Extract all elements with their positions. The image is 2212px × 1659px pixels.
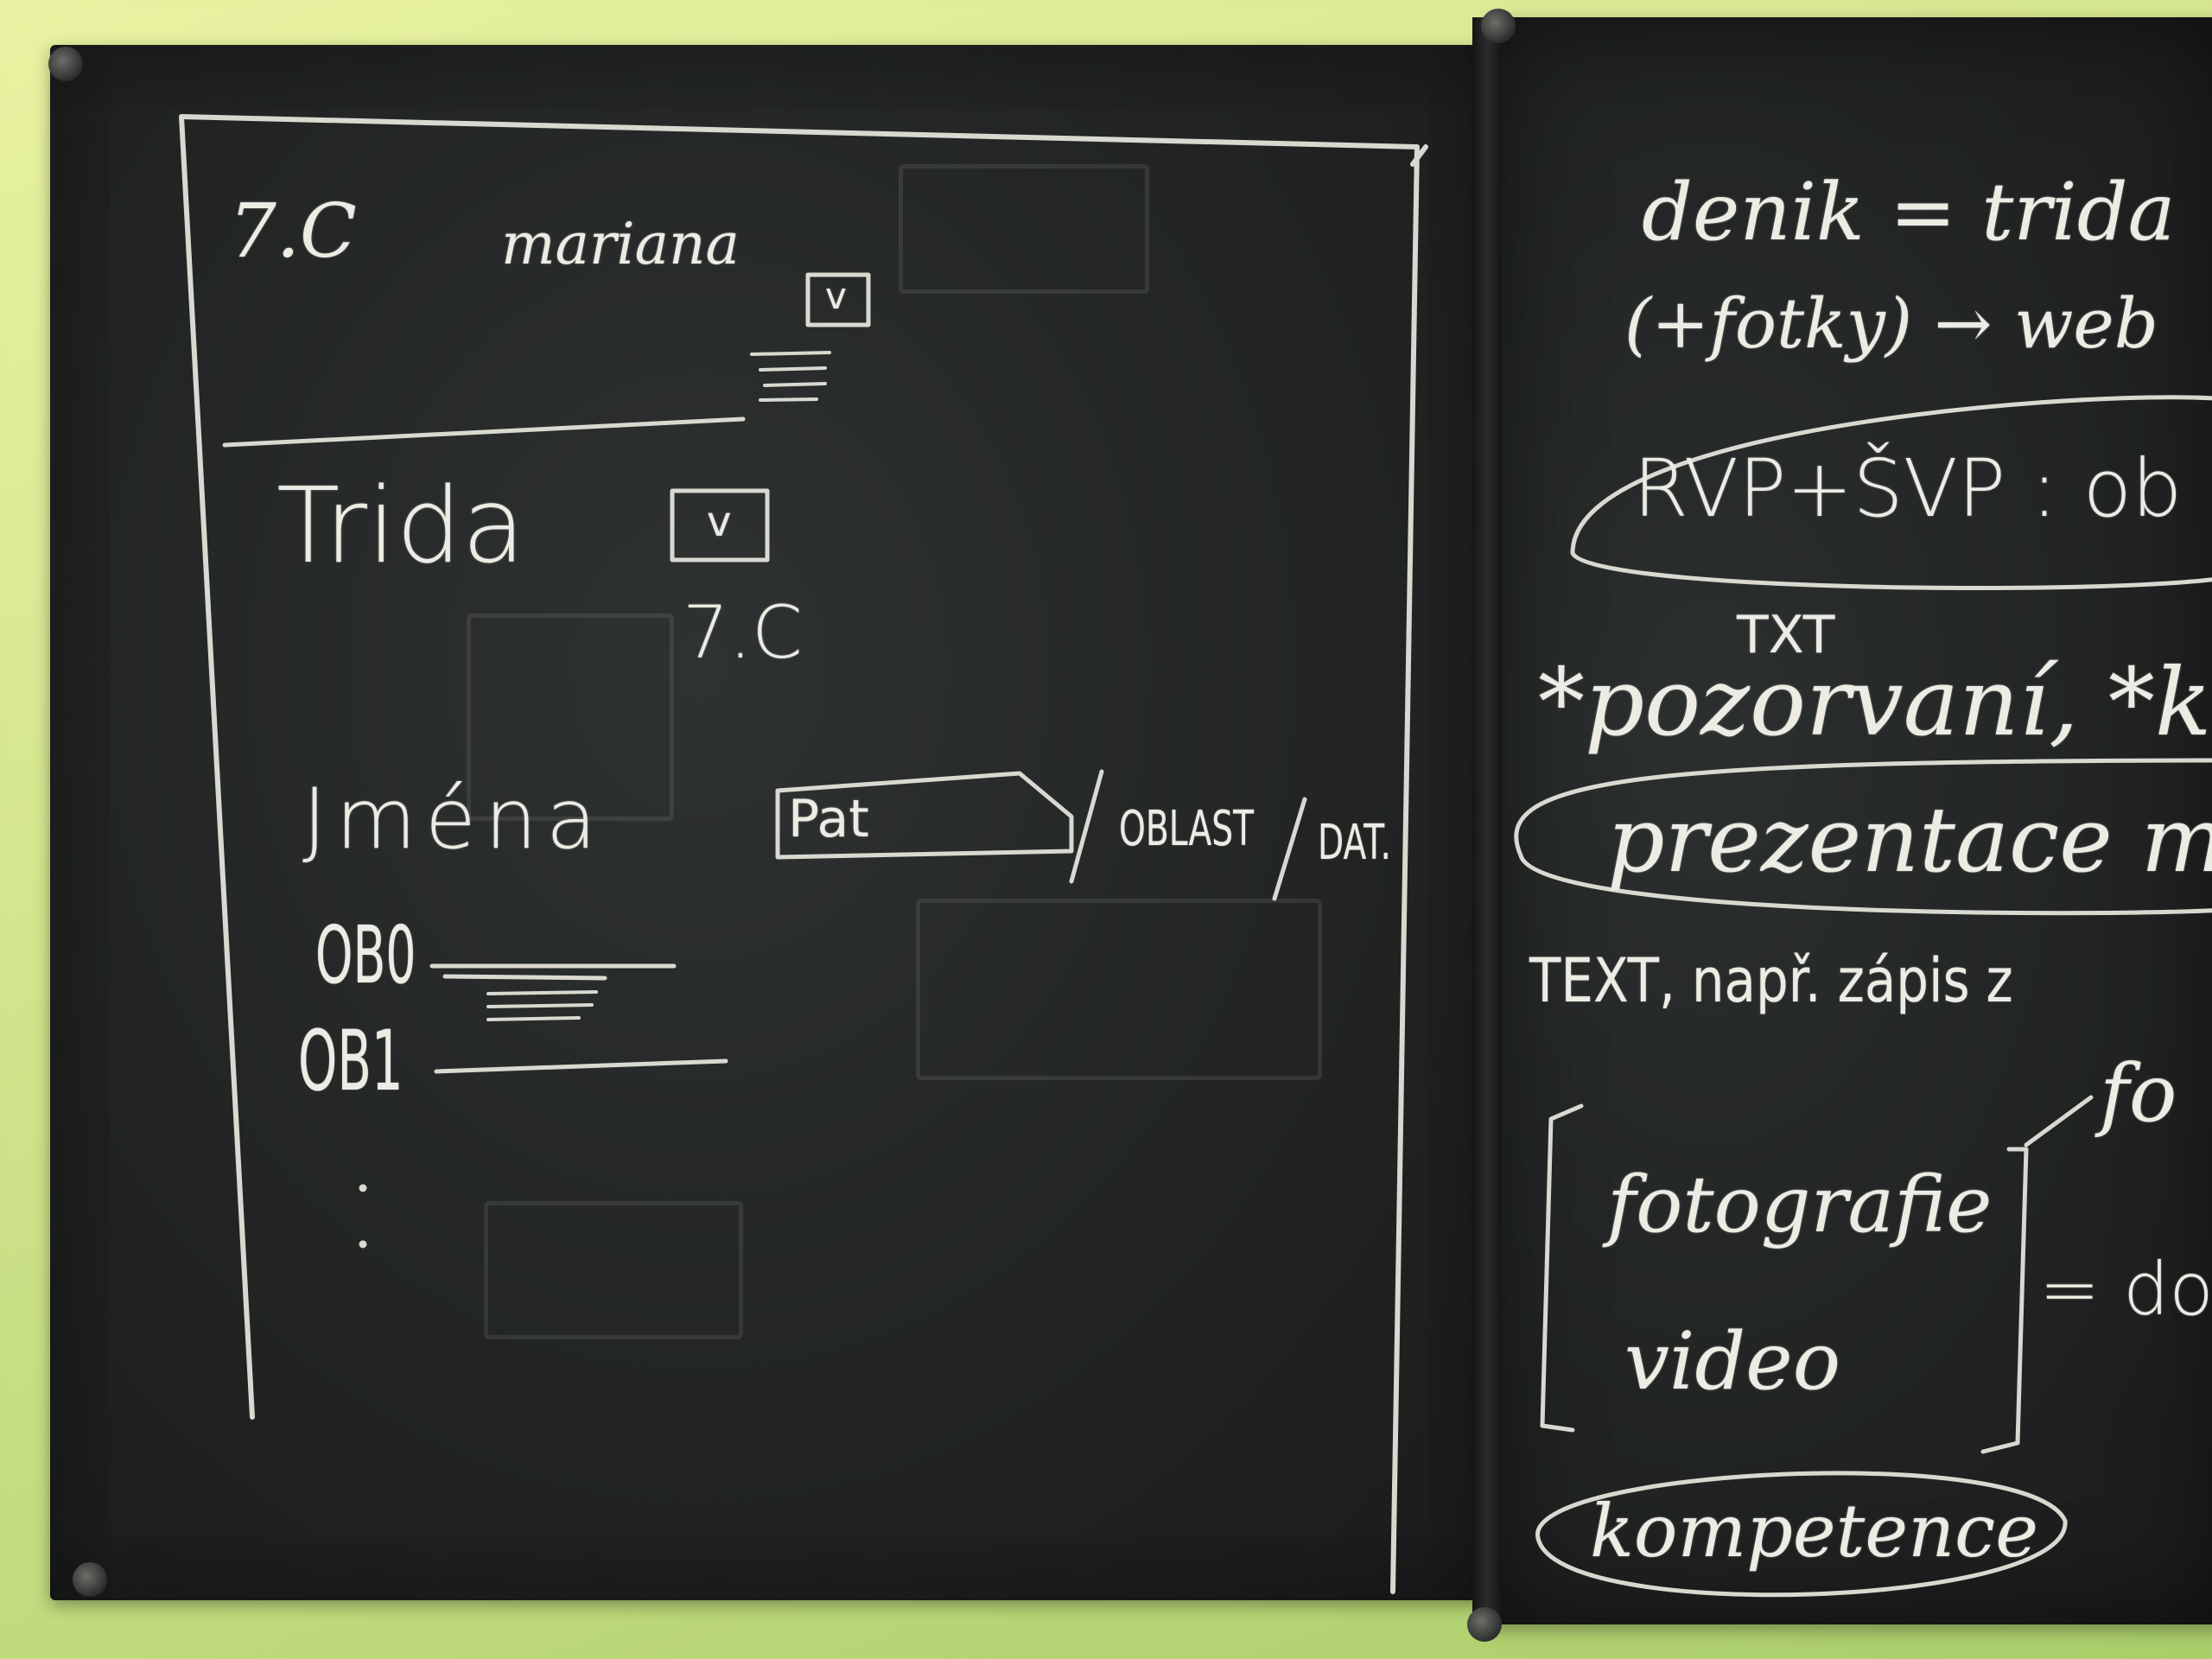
- erased-smudge: [916, 899, 1322, 1080]
- row-line-1: [429, 963, 677, 981]
- class-value: 7.C: [683, 590, 803, 675]
- oval-rvp: [1570, 395, 2212, 590]
- note-kompetence: kompetence: [1590, 1489, 2038, 1573]
- row-detail-lines: [486, 990, 598, 1021]
- header-divider: [222, 416, 746, 448]
- note-prezentace: prezentace m: [1607, 787, 2212, 893]
- names-label: Jména: [302, 771, 606, 868]
- class-checkbox-mark: v: [707, 498, 732, 546]
- note-pozorovani: *pozorvaní, *k: [1538, 649, 2212, 757]
- class-field-label: Trida: [276, 467, 526, 587]
- class-checkbox: [670, 488, 770, 563]
- bottom-left-screw: [73, 1562, 107, 1597]
- media-bracket-right: [1980, 1147, 2029, 1454]
- oval-prezentace: [1514, 758, 2212, 916]
- media-bracket-left: [1540, 1103, 1584, 1433]
- note-denik: denik = trida: [1642, 166, 2176, 258]
- column-header-pat: Pat: [788, 789, 869, 849]
- note-text-zapis: TEXT, např. zápis z: [1529, 945, 2013, 1016]
- name-checkbox-mark: v: [825, 275, 847, 317]
- right-chalkboard: [1488, 17, 2212, 1624]
- note-fo: fo: [2100, 1047, 2177, 1140]
- top-hinge: [1481, 9, 1516, 43]
- erased-smudge: [467, 613, 674, 821]
- note-rvp-svp: RVP+ŠVP : ob: [1633, 442, 2183, 535]
- board-seam: [1472, 17, 1502, 1624]
- note-video: video: [1624, 1315, 1841, 1408]
- media-arrow: [2024, 1095, 2094, 1147]
- name-label: mariana: [501, 211, 740, 277]
- row-line-2: [434, 1058, 728, 1074]
- column-header-dat: DAT.: [1318, 815, 1392, 871]
- note-fotky-web: (+fotky) → web: [1624, 283, 2158, 364]
- column-header-oblast: OBLAST: [1119, 801, 1255, 857]
- erased-smudge: [484, 1201, 743, 1339]
- note-equals-do: = do: [2039, 1247, 2212, 1332]
- continuation-dot: [359, 1184, 367, 1192]
- column-header-box: [775, 771, 1074, 860]
- row-label-ob1: OB1: [298, 1013, 404, 1109]
- top-left-screw: [48, 47, 83, 81]
- oval-kompetence: [1535, 1471, 2068, 1598]
- column-separator-2: [1272, 797, 1307, 901]
- note-txt: TXT: [1737, 605, 1835, 665]
- row-label-ob0: OB0: [315, 909, 416, 1001]
- bottom-hinge: [1467, 1607, 1502, 1642]
- continuation-dot: [359, 1240, 367, 1249]
- left-chalkboard: [50, 45, 1491, 1600]
- class-label: 7.C: [229, 188, 357, 275]
- note-fotografie: fotografie: [1607, 1160, 1993, 1250]
- name-checkbox: [805, 272, 871, 327]
- column-separator-1: [1069, 769, 1104, 884]
- name-dropdown-lines: [750, 351, 831, 402]
- erased-smudge: [899, 164, 1149, 294]
- wireframe-border: [179, 114, 1428, 1594]
